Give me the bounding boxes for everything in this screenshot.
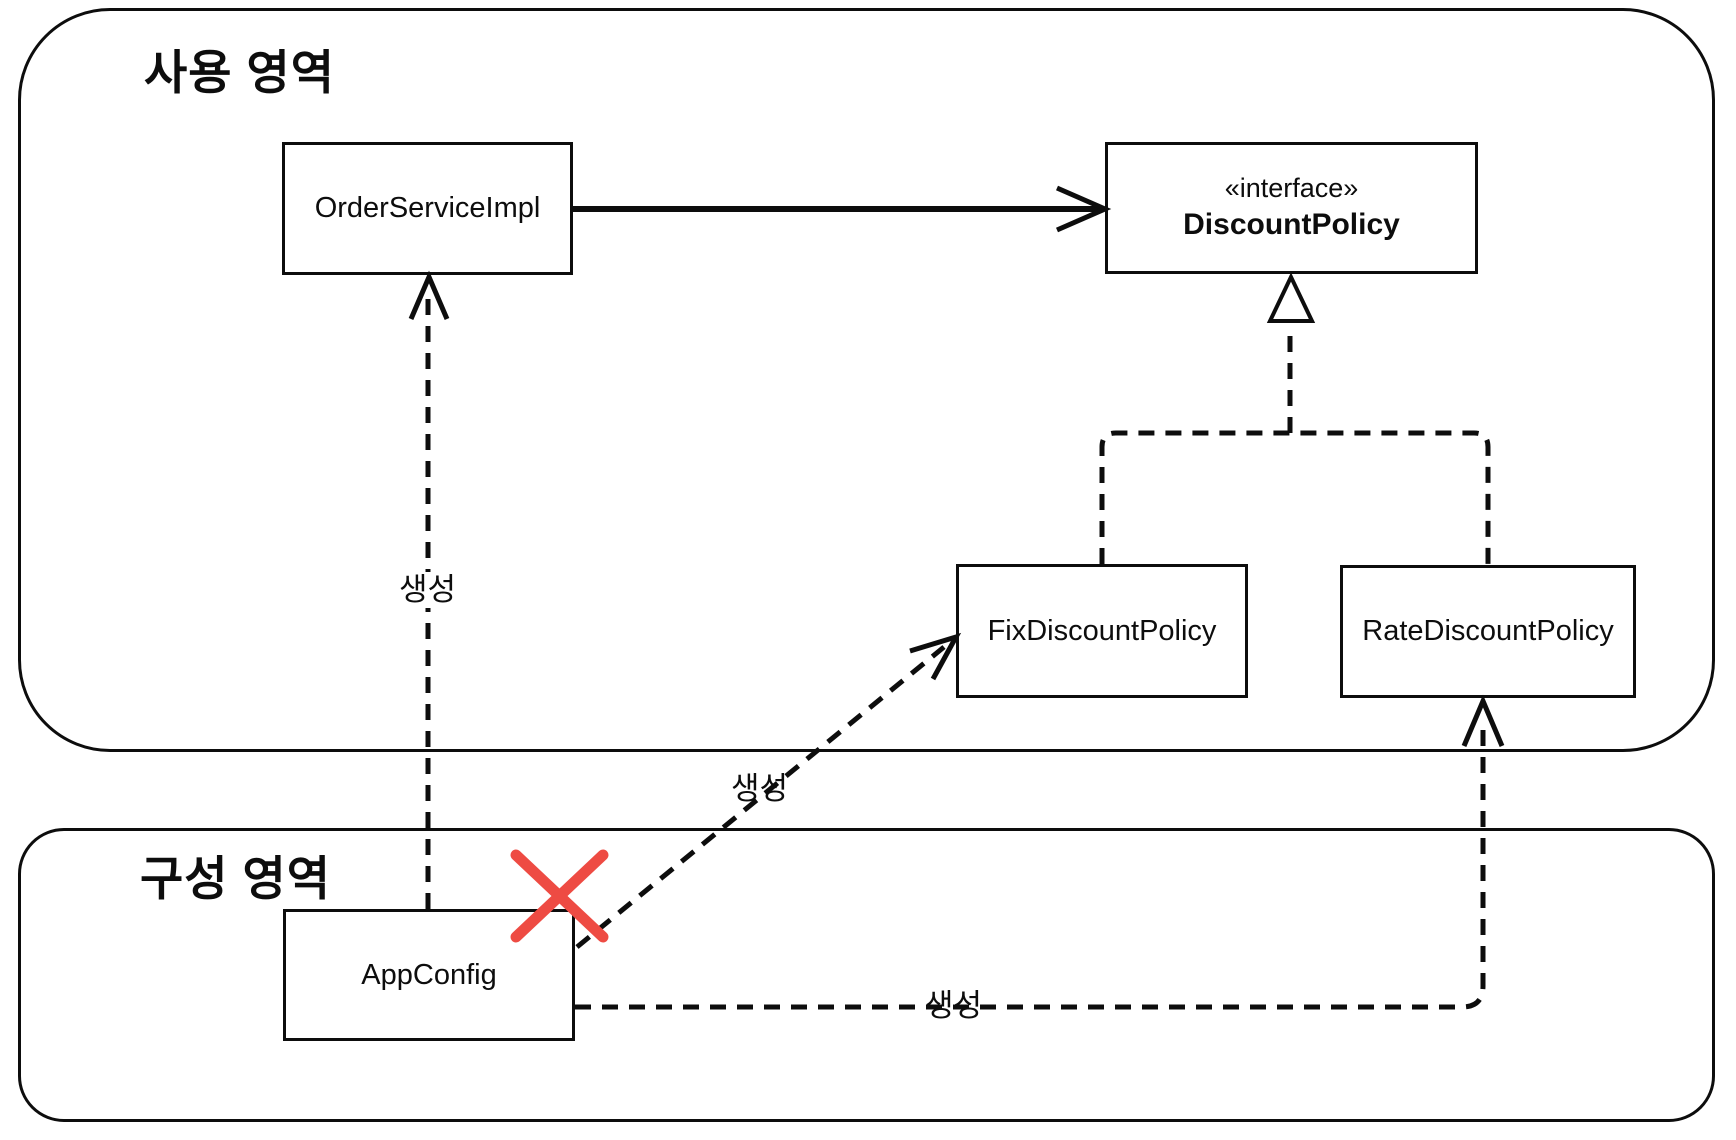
- interface-box-discount-policy: «interface» DiscountPolicy: [1105, 142, 1478, 274]
- class-label: AppConfig: [361, 958, 497, 991]
- class-box-order-service-impl: OrderServiceImpl: [282, 142, 573, 275]
- class-box-rate-discount-policy: RateDiscountPolicy: [1340, 565, 1636, 698]
- class-box-app-config: AppConfig: [283, 909, 575, 1041]
- edge-label-create-fix: 생성: [731, 771, 789, 806]
- region-config-title: 구성 영역: [140, 852, 332, 905]
- class-label: OrderServiceImpl: [314, 192, 541, 225]
- class-label: FixDiscountPolicy: [987, 614, 1217, 647]
- interface-label: DiscountPolicy: [1183, 208, 1400, 242]
- class-label: RateDiscountPolicy: [1362, 615, 1614, 648]
- edge-label-create-order: 생성: [396, 572, 460, 608]
- region-usage-title: 사용 영역: [144, 46, 336, 99]
- interface-stereotype: «interface»: [1224, 173, 1359, 204]
- class-box-fix-discount-policy: FixDiscountPolicy: [956, 564, 1248, 698]
- edge-label-create-rate: 생성: [925, 988, 983, 1023]
